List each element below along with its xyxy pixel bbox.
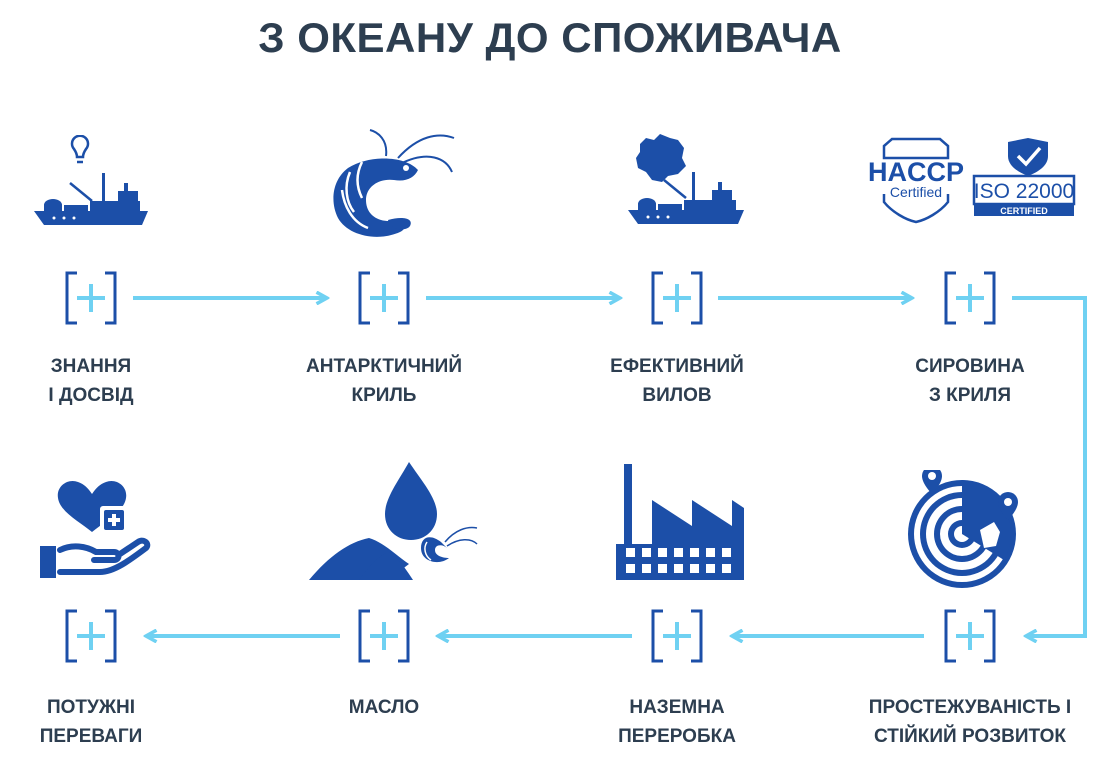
label-line: ПОТУЖНІ: [46, 697, 136, 718]
label-line: СТІЙКИЙ РОЗВИТОК: [874, 726, 1066, 747]
label-line: ПРОСТЕЖУВАНІСТЬ І: [868, 697, 1072, 718]
step-marker: [651, 609, 703, 663]
iso-text: ISO 22000: [974, 180, 1074, 203]
step-marker: [65, 271, 117, 325]
label-line: СИРОВИНА: [915, 356, 1025, 377]
step-marker: [358, 609, 410, 663]
step-marker: [944, 271, 996, 325]
step-label-7: МАСЛО: [264, 693, 504, 722]
label-line: І ДОСВІД: [48, 385, 134, 406]
ship-antarctica-icon: [628, 134, 744, 224]
step-label-5: ПРОСТЕЖУВАНІСТЬ І СТІЙКИЙ РОЗВИТОК: [850, 693, 1090, 751]
step-label-3: ЕФЕКТИВНИЙ ВИЛОВ: [557, 352, 797, 410]
label-line: АНТАРКТИЧНИЙ: [306, 356, 462, 377]
step-marker: [65, 609, 117, 663]
oil-drop-icon: [309, 462, 478, 580]
hand-heart-icon: [40, 480, 151, 578]
page-title: З ОКЕАНУ ДО СПОЖИВАЧА: [258, 14, 842, 61]
haccp-sub-text: Certified: [890, 184, 942, 200]
krill-icon: [333, 129, 455, 237]
ship-lightbulb-icon: [34, 135, 148, 225]
iso-badge: ISO 22000 CERTIFIED: [972, 138, 1076, 216]
certification-badges-icon: HACCP Certified ISO 22000 CERTIFIED: [868, 137, 1076, 224]
radar-icon: [908, 470, 1018, 588]
label-line: КРИЛЬ: [351, 385, 417, 406]
label-line: ЕФЕКТИВНИЙ: [610, 356, 744, 377]
label-line: З КРИЛЯ: [928, 385, 1012, 406]
haccp-text: HACCP: [868, 157, 964, 187]
step-marker: [651, 271, 703, 325]
arrow-4-5: [1012, 296, 1087, 636]
label-line: МАСЛО: [348, 697, 420, 718]
step-label-4: СИРОВИНА З КРИЛЯ: [850, 352, 1090, 410]
label-line: НАЗЕМНА: [629, 697, 725, 718]
label-line: ПЕРЕВАГИ: [39, 726, 143, 747]
step-label-8: ПОТУЖНІ ПЕРЕВАГИ: [0, 693, 211, 751]
label-line: ПЕРЕРОБКА: [618, 726, 736, 747]
step-label-2: АНТАРКТИЧНИЙ КРИЛЬ: [264, 352, 504, 410]
step-marker: [944, 609, 996, 663]
label-line: ЗНАННЯ: [50, 356, 132, 377]
step-label-1: ЗНАННЯ І ДОСВІД: [0, 352, 211, 410]
iso-sub-text: CERTIFIED: [1000, 206, 1048, 216]
factory-icon: [616, 464, 744, 580]
haccp-badge: HACCP Certified: [868, 137, 964, 224]
label-line: ВИЛОВ: [642, 385, 712, 406]
step-marker: [358, 271, 410, 325]
step-label-6: НАЗЕМНА ПЕРЕРОБКА: [557, 693, 797, 751]
